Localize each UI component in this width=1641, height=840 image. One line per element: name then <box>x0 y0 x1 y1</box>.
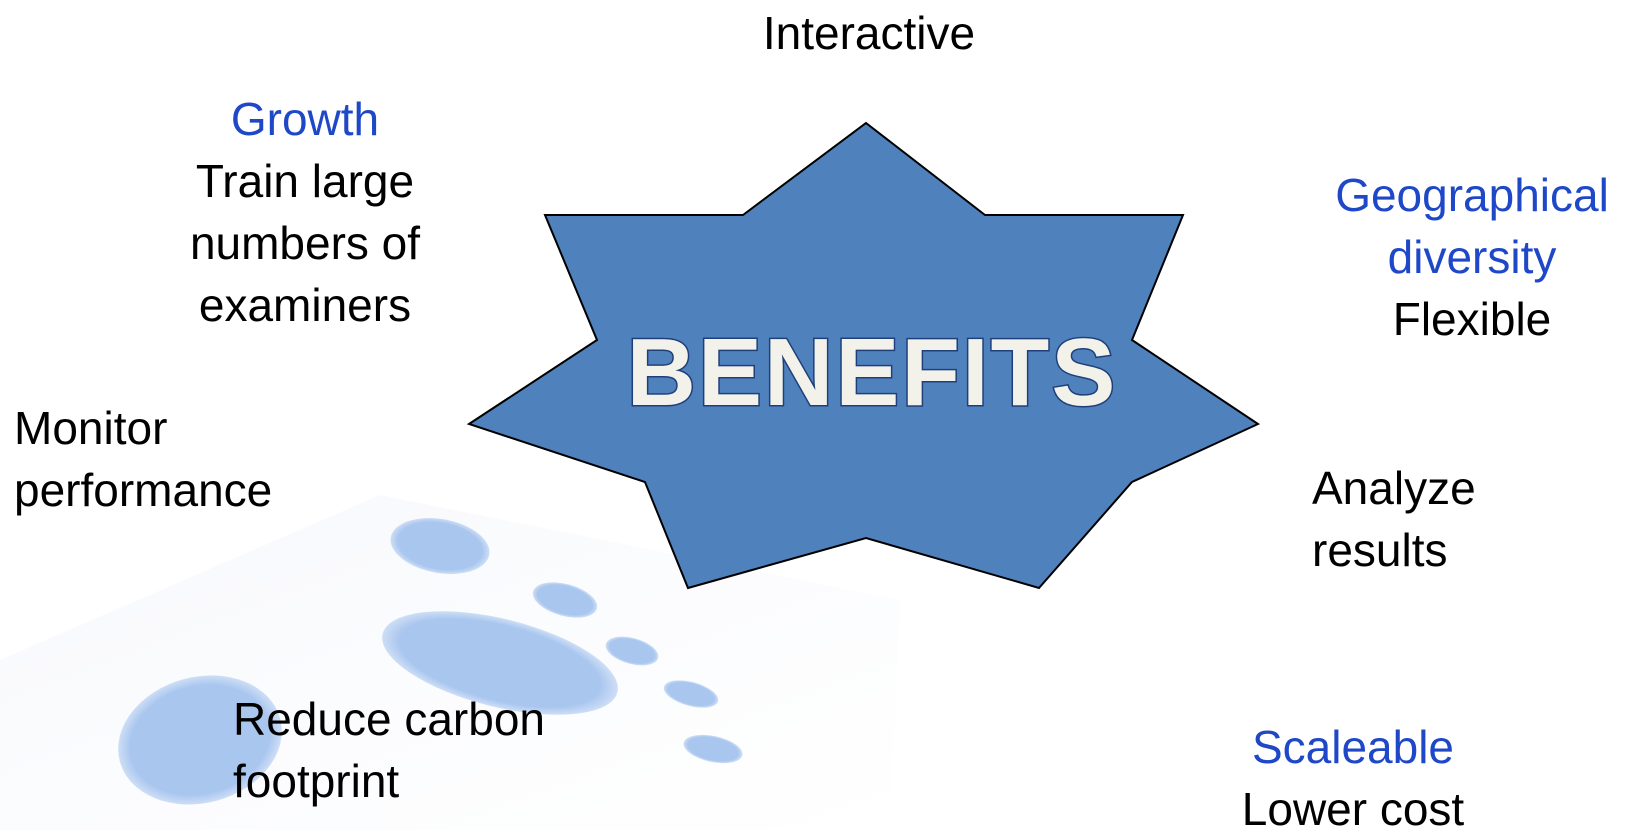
footprint-icon <box>118 518 743 805</box>
benefit-analyze: Analyze results <box>1312 457 1476 581</box>
geographical-heading-line-1: Geographical <box>1335 169 1609 221</box>
monitor-line-2: performance <box>14 464 273 516</box>
geographical-detail: Flexible <box>1392 293 1552 345</box>
benefit-scaleable: Scaleable Lower cost <box>1203 716 1503 840</box>
benefit-interactive: Interactive <box>744 2 994 64</box>
scaleable-heading: Scaleable <box>1251 721 1455 773</box>
benefit-carbon: Reduce carbon footprint <box>233 688 545 812</box>
geographical-heading-line-2: diversity <box>1387 231 1557 283</box>
scaleable-detail: Lower cost <box>1241 783 1465 835</box>
growth-line-2: numbers of <box>189 217 421 269</box>
interactive-label: Interactive <box>762 7 976 59</box>
benefit-growth: Growth Train large numbers of examiners <box>155 88 455 336</box>
growth-heading: Growth <box>230 93 380 145</box>
benefit-monitor: Monitor performance <box>14 397 272 521</box>
benefit-geographical: Geographical diversity Flexible <box>1312 164 1632 350</box>
growth-line-3: examiners <box>198 279 412 331</box>
growth-line-1: Train large <box>195 155 415 207</box>
monitor-line-1: Monitor <box>14 402 168 454</box>
carbon-line-1: Reduce carbon <box>233 693 545 745</box>
analyze-line-1: Analyze <box>1312 462 1476 514</box>
center-title: BENEFITS <box>627 319 1118 426</box>
analyze-line-2: results <box>1312 524 1448 576</box>
star-shape <box>466 121 1261 590</box>
carbon-line-2: footprint <box>233 755 400 807</box>
